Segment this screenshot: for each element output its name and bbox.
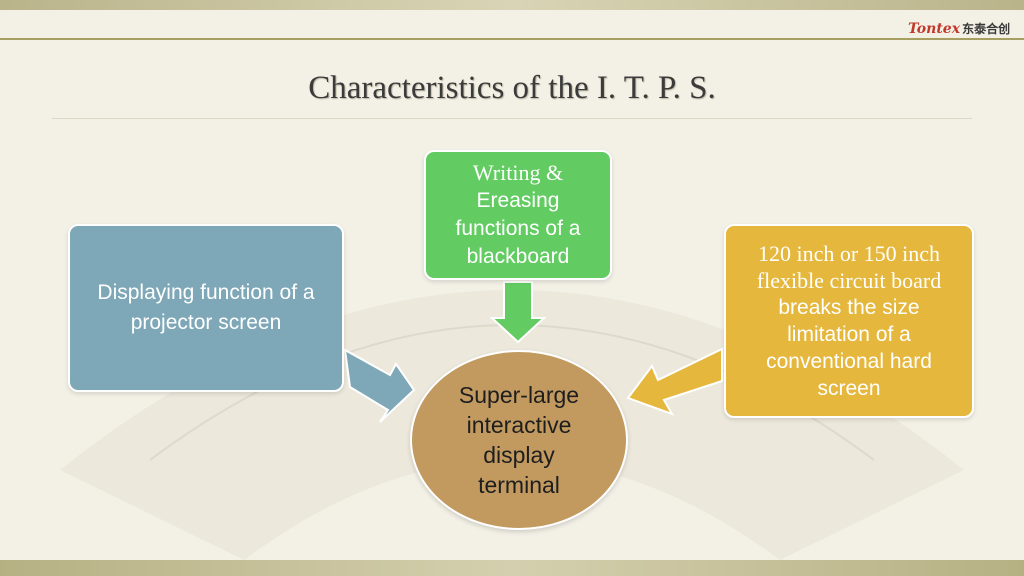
box-text-line: 120 inch or 150 inch	[757, 241, 941, 266]
top-band	[0, 0, 1024, 10]
node-text-line: display	[483, 442, 555, 468]
arrow-right-to-center	[626, 347, 723, 416]
box-text-line: blackboard	[466, 245, 570, 268]
box-projector-screen: Displaying function of a projector scree…	[68, 224, 344, 392]
arrow-left-to-center	[343, 348, 416, 423]
box-text-line: projector screen	[130, 311, 282, 334]
logo-chinese: 东泰合创	[962, 22, 1011, 36]
bottom-band	[0, 560, 1024, 576]
arrow-top-to-center	[489, 281, 547, 344]
box-text-line: Writing &	[472, 160, 564, 185]
node-text-line: terminal	[478, 472, 560, 498]
top-rule	[0, 38, 1024, 40]
node-text-line: Super-large	[458, 382, 580, 408]
box-text-line: conventional hard	[766, 350, 932, 373]
page-title: Characteristics of the I. T. P. S.	[308, 70, 716, 106]
title-divider	[52, 118, 972, 119]
box-text-line: screen	[817, 377, 881, 400]
box-text-line: functions of a	[455, 217, 581, 240]
box-text-line: flexible circuit board	[756, 268, 942, 293]
box-text-line: breaks the size	[778, 296, 920, 319]
logo-brand: Tontex	[908, 21, 961, 37]
center-node-display-terminal: Super-large interactive display terminal	[410, 350, 628, 530]
box-blackboard: Writing & Ereasing functions of a blackb…	[424, 150, 612, 280]
node-text-line: interactive	[466, 412, 572, 438]
box-text-line: limitation of a	[787, 323, 911, 346]
box-flexible-board: 120 inch or 150 inch flexible circuit bo…	[724, 224, 974, 418]
box-text-line: Ereasing	[476, 189, 560, 212]
box-text-line: Displaying function of a	[97, 281, 315, 304]
